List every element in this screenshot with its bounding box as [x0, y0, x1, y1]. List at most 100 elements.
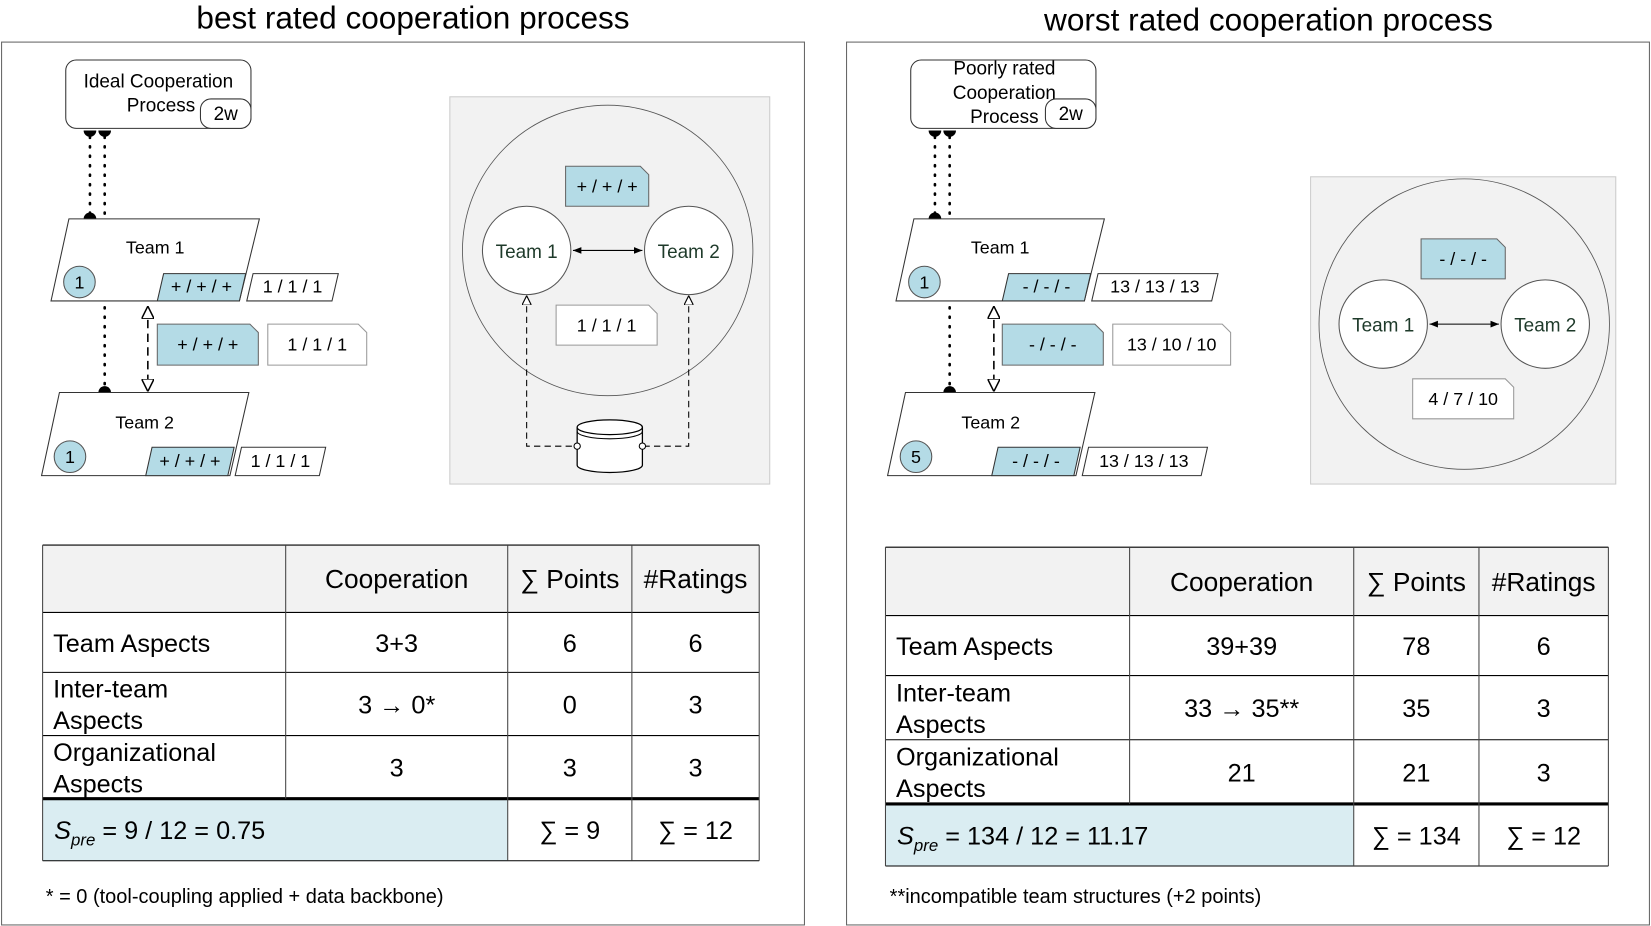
row-label: Inter-team — [896, 679, 1011, 707]
interteam-rating-note — [156, 323, 259, 366]
row-label: Team Aspects — [896, 633, 1053, 661]
duration-badge — [199, 98, 252, 129]
team1-name: Team 1 — [126, 238, 185, 258]
overview-points-note — [1412, 378, 1515, 420]
database-port — [638, 442, 647, 450]
connector-dot — [943, 130, 956, 137]
team1-points-box — [246, 273, 339, 302]
team1-count-badge — [908, 265, 941, 299]
team1-rating: - / - / - — [1023, 277, 1071, 297]
table-header: #Ratings — [1492, 567, 1596, 597]
overview-rating-note — [1420, 238, 1506, 280]
database-icon — [573, 419, 647, 474]
table-header: ∑ Points — [520, 564, 619, 594]
overview-points: 1 / 1 / 1 — [577, 315, 637, 335]
ratings-total: ∑ = 12 — [658, 817, 733, 845]
team2-count-badge — [899, 440, 933, 473]
table-header: #Ratings — [644, 564, 748, 594]
row-label: Team Aspects — [53, 630, 210, 658]
connector-dot — [83, 130, 97, 137]
ratings-cell: 3 — [689, 755, 703, 783]
points-cell: 6 — [563, 630, 577, 658]
panel-border — [1, 41, 805, 926]
team1-rating-box — [156, 273, 247, 302]
ratings-cell: 3 — [1537, 695, 1551, 723]
table-header: Cooperation — [1170, 567, 1313, 597]
team1-count-badge — [63, 265, 96, 299]
team2-points: 1 / 1 / 1 — [251, 451, 311, 471]
summary-cell-bg — [885, 803, 1354, 867]
team2-rating-box — [145, 446, 235, 477]
process-title-line: Process — [970, 107, 1038, 128]
team1-points-box — [1091, 273, 1219, 302]
spre-symbol: S — [54, 817, 71, 845]
cooperation-cell: 3 — [390, 755, 404, 783]
process-scope-circle — [462, 104, 754, 397]
interteam-rating-note — [1001, 323, 1104, 366]
overview-team2-label: Team 2 — [1514, 315, 1576, 336]
row-label: Inter-team — [53, 676, 168, 704]
ratings-cell: 6 — [1537, 633, 1551, 661]
overview-rating: - / - / - — [1439, 249, 1487, 269]
points-total: ∑ = 134 — [1372, 822, 1461, 850]
overview-team1-label: Team 1 — [1352, 315, 1414, 336]
team2-name: Team 2 — [961, 412, 1020, 432]
interteam-points: 1 / 1 / 1 — [287, 334, 347, 354]
points-cell: 3 — [563, 755, 577, 783]
overview-points: 4 / 7 / 10 — [1428, 389, 1498, 409]
footnote: * = 0 (tool-coupling applied + data back… — [46, 886, 444, 908]
team2-points-box — [1081, 446, 1209, 477]
table-header-bg — [885, 547, 1609, 616]
table-header: ∑ Points — [1367, 567, 1466, 597]
cooperation-cell: 3+3 — [375, 630, 418, 658]
points-total: ∑ = 9 — [539, 817, 600, 845]
team1-rating: + / + / + — [171, 277, 232, 297]
spre-subscript: pre — [70, 831, 95, 850]
footnote: **incompatible team structures (+2 point… — [890, 886, 1262, 908]
team2-tool-coupling — [642, 295, 688, 447]
connector-dot — [928, 130, 942, 137]
interteam-points: 13 / 10 / 10 — [1127, 334, 1217, 354]
team2-count: 5 — [911, 447, 921, 467]
process-title-line: Poorly rated — [953, 59, 1055, 80]
connector-dot — [943, 386, 956, 393]
team1-points: 13 / 13 / 13 — [1110, 277, 1200, 297]
team2-points-box — [234, 446, 327, 477]
interteam-rating: - / - / - — [1029, 334, 1077, 354]
ratings-cell: 3 — [689, 691, 703, 719]
spre-value: = 134 / 12 = 11.17 — [938, 822, 1148, 850]
cooperation-cell: 21 — [1228, 759, 1256, 787]
team2-count: 1 — [65, 447, 75, 467]
points-cell: 78 — [1402, 633, 1430, 661]
points-cell: 21 — [1402, 759, 1430, 787]
summary-cell-bg — [42, 798, 508, 861]
row-label: Aspects — [896, 711, 986, 739]
process-title-line: Process — [127, 96, 195, 117]
points-cell: 0 — [563, 691, 577, 719]
team1-count: 1 — [919, 272, 929, 292]
team2-rating-box — [991, 446, 1081, 477]
overview-team2-label: Team 2 — [658, 242, 720, 263]
team2-rating: + / + / + — [159, 451, 220, 471]
team2-rating: - / - / - — [1012, 451, 1060, 471]
team2-count-badge — [53, 440, 87, 473]
team1-points: 1 / 1 / 1 — [263, 277, 323, 297]
process-title-line: Cooperation — [953, 83, 1056, 104]
interteam-points-note — [1112, 323, 1232, 366]
connector-dot — [83, 212, 97, 219]
table-header-bg — [42, 545, 760, 613]
row-label: Aspects — [896, 775, 986, 803]
ratings-cell: 6 — [689, 630, 703, 658]
spre-subscript: pre — [913, 836, 938, 855]
overview-team1-circle — [1338, 279, 1428, 369]
cooperation-cell: 3 → 0* — [358, 691, 435, 719]
process-title-line: Ideal Cooperation — [84, 71, 234, 92]
